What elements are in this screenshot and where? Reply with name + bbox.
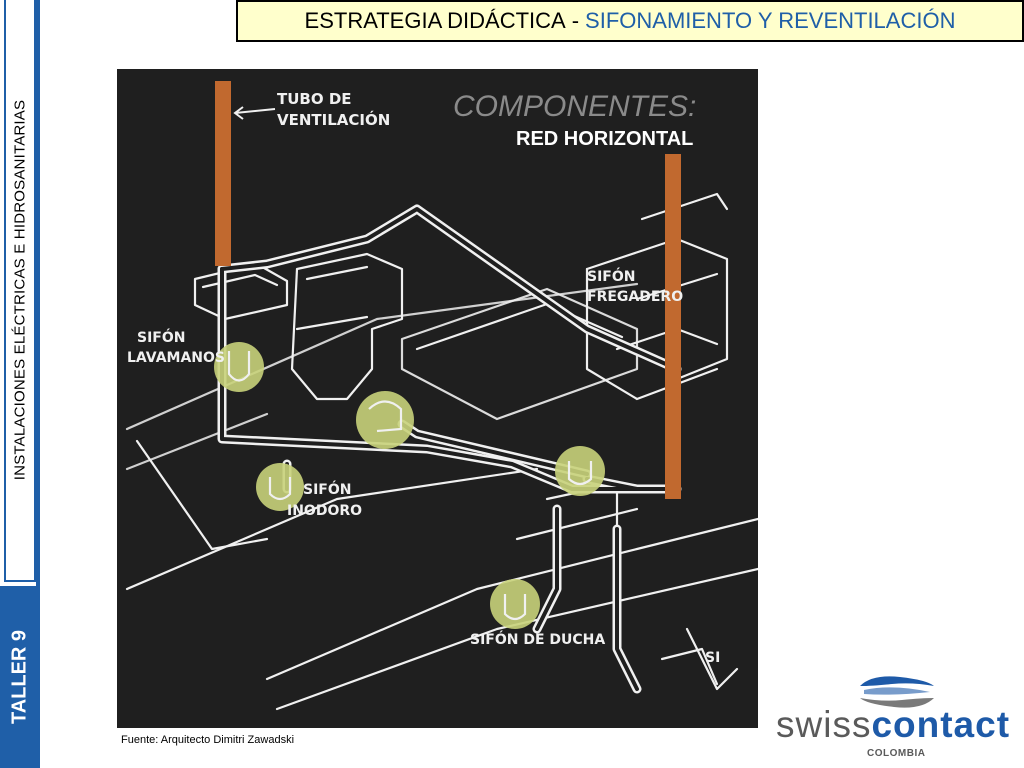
swisscontact-logo: swisscontact COLOMBIA xyxy=(772,668,1022,764)
logo-wordmark: swisscontact xyxy=(776,704,1010,746)
session-label: TALLER 9 xyxy=(8,629,31,725)
shower-trap-label: SIFÓN DE DUCHA xyxy=(470,630,605,648)
vent-label-line2: VENTILACIÓN xyxy=(277,110,390,129)
trap-marker-shower xyxy=(490,579,540,629)
logo-word-light: swiss xyxy=(776,704,872,745)
trap-marker-basin xyxy=(214,342,264,392)
components-heading: COMPONENTES: xyxy=(453,90,696,123)
logo-country: COLOMBIA xyxy=(867,748,926,759)
wc-trap-label-line1: SIFÓN xyxy=(303,480,351,498)
plumbing-sketch-svg: TUBO DE VENTILACIÓN COMPONENTES: RED HOR… xyxy=(125,81,758,711)
trap-marker-sink xyxy=(555,446,605,496)
components-subheading: RED HORIZONTAL xyxy=(516,128,693,150)
vent-arrow xyxy=(233,106,276,120)
wc-trap-label-line2: INODORO xyxy=(287,503,362,519)
slide-title: ESTRATEGIA DIDÁCTICA - SIFONAMIENTO Y RE… xyxy=(236,0,1024,42)
title-subtitle: SIFONAMIENTO Y REVENTILACIÓN xyxy=(585,8,956,33)
vent-label-line1: TUBO DE xyxy=(277,90,352,108)
logo-word-bold: contact xyxy=(871,704,1011,745)
basin-trap-label-line1: SIFÓN xyxy=(137,328,185,346)
title-main: ESTRATEGIA DIDÁCTICA xyxy=(304,8,566,33)
source-caption: Fuente: Arquitecto Dimitri Zawadski xyxy=(121,734,295,746)
session-label-box: TALLER 9 xyxy=(0,586,40,768)
section-label: INSTALACIONES ELÉCTRICAS E HIDROSANITARI… xyxy=(11,99,29,481)
sink-trap-label-line1: SIFÓN xyxy=(587,267,635,285)
sink-trap-label-line2: FREGADERO xyxy=(587,289,683,305)
plumbing-sketch: TUBO DE VENTILACIÓN COMPONENTES: RED HOR… xyxy=(117,69,758,728)
title-separator: - xyxy=(571,8,580,33)
logo-swirl-icon xyxy=(860,676,934,708)
trap-marker-toilet xyxy=(256,463,304,511)
section-label-box: INSTALACIONES ELÉCTRICAS E HIDROSANITARI… xyxy=(4,0,36,582)
basin-trap-label-line2: LAVAMANOS xyxy=(127,350,225,366)
sidebar: INSTALACIONES ELÉCTRICAS E HIDROSANITARI… xyxy=(0,0,40,768)
vent-pipe-right xyxy=(665,154,681,499)
trap-marker-toilet-bend xyxy=(356,391,414,449)
trap-glyphs xyxy=(227,351,593,621)
cut-off-label: SI xyxy=(705,650,720,666)
vent-pipe-left xyxy=(215,81,231,266)
